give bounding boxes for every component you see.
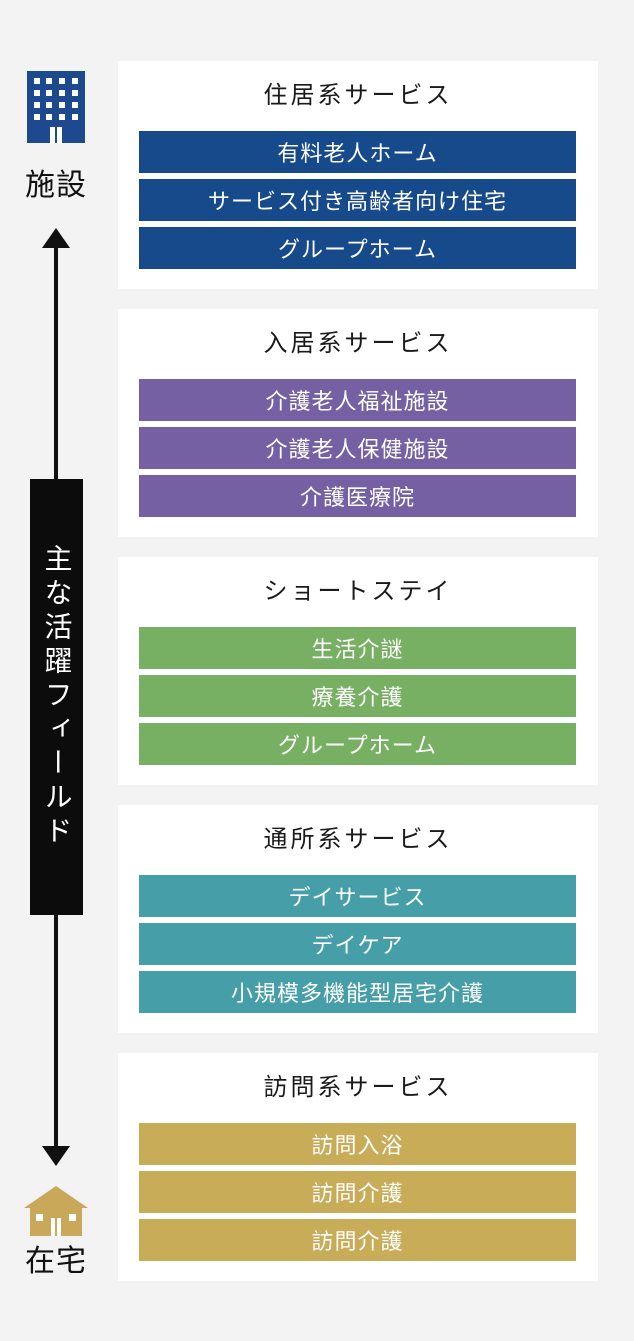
service-item: 療養介護 — [139, 675, 576, 717]
category-title: 通所系サービス — [263, 825, 453, 853]
service-item: 介護老人保健施設 — [139, 427, 576, 469]
service-item: 生活介謎 — [139, 627, 576, 669]
axis-line-top — [54, 240, 58, 480]
category-card-shortstay: ショートステイ 生活介謎 療養介護 グループホーム — [118, 557, 598, 785]
field-label: 主な活躍フィールド — [40, 544, 74, 850]
service-item: 介護医療院 — [139, 475, 576, 517]
category-card-housing: 住居系サービス 有料老人ホーム サービス付き高齢者向け住宅 グループホーム — [118, 61, 598, 289]
service-item: グループホーム — [139, 723, 576, 765]
category-title: 訪問系サービス — [263, 1073, 453, 1101]
field-label-box: 主な活躍フィールド — [30, 479, 83, 915]
house-icon — [24, 1186, 88, 1236]
service-item: 有料老人ホーム — [139, 131, 576, 173]
service-item: 訪問介護 — [139, 1171, 576, 1213]
activity-axis: 施設 主な活躍フィールド 在宅 — [0, 0, 112, 1341]
arrow-down-icon — [42, 1146, 70, 1166]
category-card-residential: 入居系サービス 介護老人福祉施設 介護老人保健施設 介護医療院 — [118, 309, 598, 537]
building-icon — [27, 71, 85, 143]
service-item: 介護老人福祉施設 — [139, 379, 576, 421]
arrow-up-icon — [42, 228, 70, 248]
category-title: 住居系サービス — [263, 81, 453, 109]
service-item: デイケア — [139, 923, 576, 965]
category-title: 入居系サービス — [263, 329, 453, 357]
category-card-visiting: 訪問系サービス 訪問入浴 訪問介護 訪問介護 — [118, 1053, 598, 1281]
category-title: ショートステイ — [263, 577, 453, 605]
category-card-daycare: 通所系サービス デイサービス デイケア 小規模多機能型居宅介護 — [118, 805, 598, 1033]
service-item: 訪問入浴 — [139, 1123, 576, 1165]
axis-line-bottom — [54, 914, 58, 1154]
facility-label: 施設 — [25, 168, 87, 203]
service-item: サービス付き高齢者向け住宅 — [139, 179, 576, 221]
home-label: 在宅 — [25, 1244, 87, 1279]
service-item: グループホーム — [139, 227, 576, 269]
service-item: デイサービス — [139, 875, 576, 917]
service-item: 小規模多機能型居宅介護 — [139, 971, 576, 1013]
service-item: 訪問介護 — [139, 1219, 576, 1261]
